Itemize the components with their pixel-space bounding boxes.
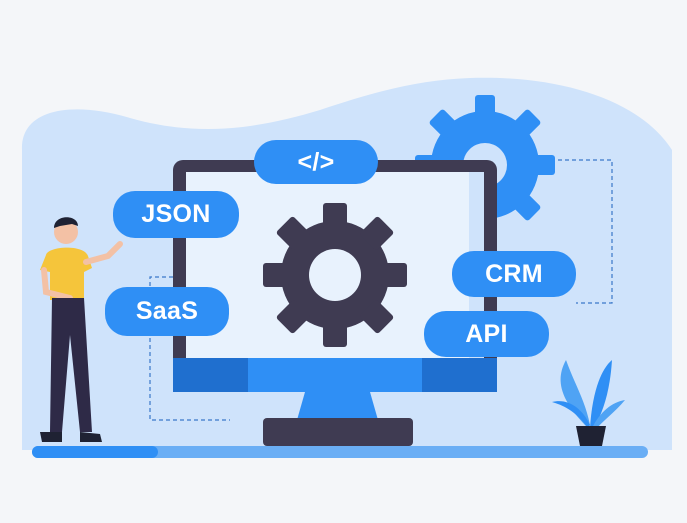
person-shirt <box>40 247 92 300</box>
crm-tag-label: CRM <box>485 259 543 288</box>
saas-tag: SaaS <box>105 287 229 336</box>
crm-tag: CRM <box>452 251 576 297</box>
saas-tag-label: SaaS <box>135 297 199 325</box>
person-arm-lower <box>41 267 73 301</box>
central-gear-icon <box>263 203 407 347</box>
monitor-bezel-left <box>173 358 248 392</box>
json-tag-label: JSON <box>141 200 211 228</box>
monitor-stand <box>297 392 378 420</box>
monitor-base <box>263 418 413 446</box>
code-icon: </> <box>297 147 335 176</box>
json-tag: JSON <box>113 191 239 238</box>
plant-icon <box>552 360 625 446</box>
person-arm-raised <box>83 241 123 265</box>
person-figure <box>40 217 123 442</box>
api-tag: API <box>424 311 549 357</box>
code-tag: </> <box>254 140 378 184</box>
ground-line-accent <box>32 446 158 458</box>
ground-line <box>32 446 648 458</box>
person-legs <box>50 298 92 432</box>
connector-line-saas <box>149 276 230 421</box>
monitor-bezel-right <box>422 358 497 392</box>
api-tag-label: API <box>465 319 508 348</box>
